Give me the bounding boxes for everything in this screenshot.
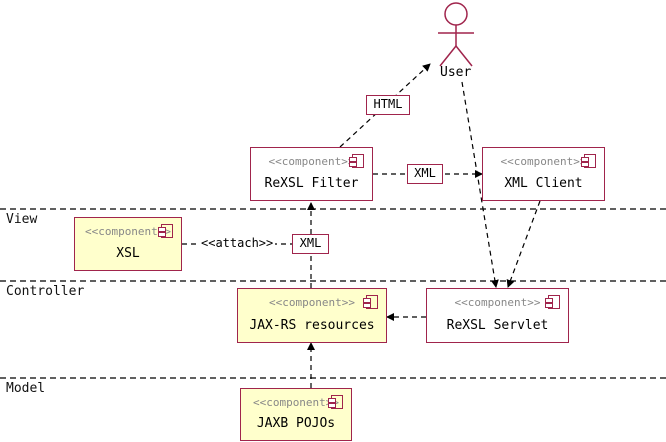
component-stereotype: <<component>> <box>84 225 172 238</box>
edge-client-to-servlet <box>506 200 541 288</box>
rexsl-servlet-component[interactable]: <<component>> ReXSL Servlet <box>426 288 569 343</box>
rexsl-filter-component[interactable]: <<component>> ReXSL Filter <box>250 147 373 201</box>
xml-client-component[interactable]: <<component>> XML Client <box>482 147 605 201</box>
component-icon <box>349 154 364 168</box>
component-name: ReXSL Filter <box>264 176 359 191</box>
component-stereotype: <<component>> <box>252 396 340 409</box>
component-name: ReXSL Servlet <box>446 318 549 333</box>
component-icon <box>158 224 173 238</box>
component-stereotype: <<component>> <box>500 155 587 168</box>
controller-layer-label: Controller <box>6 284 85 299</box>
attach-edge-label: <<attach>> <box>199 236 276 250</box>
component-icon <box>363 295 378 309</box>
component-stereotype: <<component>> <box>454 296 541 309</box>
component-name: XSL <box>116 246 140 261</box>
view-layer-label: View <box>6 212 38 227</box>
component-name: XML Client <box>504 176 583 191</box>
jaxrs-resources-component[interactable]: <<component>> JAX-RS resources <box>237 288 387 343</box>
component-icon <box>581 154 596 168</box>
jaxb-pojos-component[interactable]: <<component>> JAXB POJOs <box>240 388 352 441</box>
user-actor-label: User <box>440 65 472 80</box>
component-icon <box>328 395 343 409</box>
component-stereotype: <<component>> <box>268 155 355 168</box>
edge-filter-to-user <box>339 63 431 148</box>
user-actor-figure <box>438 2 474 67</box>
model-layer-label: Model <box>6 381 46 396</box>
component-icon <box>545 295 560 309</box>
xsl-component[interactable]: <<component>> XSL <box>74 217 182 271</box>
html-edge-label: HTML <box>366 95 410 115</box>
component-stereotype: <<component>> <box>268 296 356 309</box>
component-name: JAXB POJOs <box>256 416 336 431</box>
xml-edge-label-resources-filter: XML <box>292 234 329 254</box>
xml-edge-label-filter-client: XML <box>407 164 443 184</box>
component-name: JAX-RS resources <box>249 318 375 333</box>
edge-user-to-servlet <box>461 81 499 288</box>
